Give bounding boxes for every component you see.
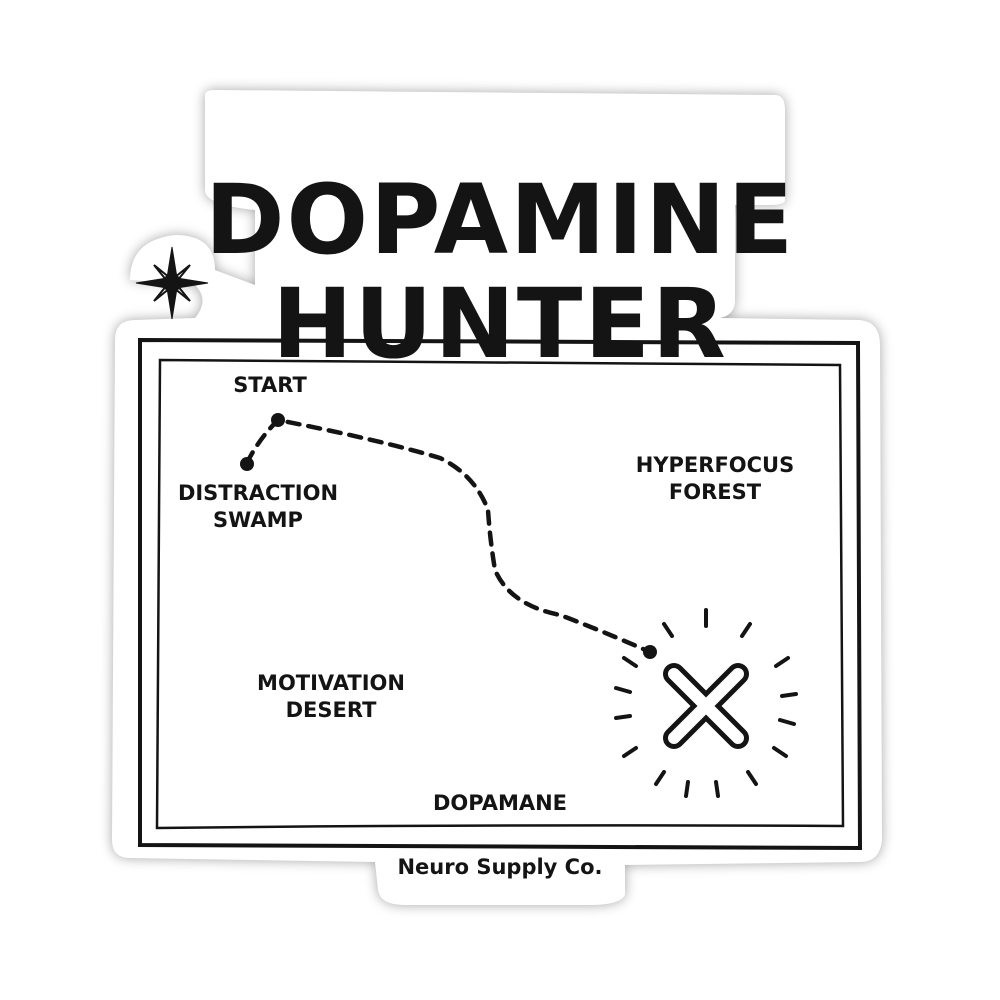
title-line-2: HUNTER xyxy=(272,268,728,381)
treasure-x-icon xyxy=(614,608,798,798)
motivation-line-2: DESERT xyxy=(285,698,377,722)
dopamane-label: DOPAMANE xyxy=(432,791,568,815)
start-point xyxy=(271,413,285,427)
treasure-approach-point xyxy=(643,645,657,659)
distraction-swamp-label: DISTRACTION SWAMP xyxy=(168,480,348,534)
hyperfocus-line-1: HYPERFOCUS xyxy=(635,453,795,477)
motivation-desert-label: MOTIVATION DESERT xyxy=(236,670,426,724)
distraction-line-2: SWAMP xyxy=(213,508,303,532)
motivation-line-1: MOTIVATION xyxy=(257,671,405,695)
distraction-line-1: DISTRACTION xyxy=(177,481,339,505)
title-line-1: DOPAMINE xyxy=(204,164,796,277)
hyperfocus-forest-label: HYPERFOCUS FOREST xyxy=(630,452,800,506)
distraction-point xyxy=(240,457,254,471)
map-border xyxy=(138,337,863,851)
brand-footer: Neuro Supply Co. xyxy=(397,855,603,879)
start-label: START xyxy=(233,373,307,397)
compass-rose-icon xyxy=(135,246,209,320)
hyperfocus-line-2: FOREST xyxy=(668,480,762,504)
dashed-trail xyxy=(244,417,653,655)
